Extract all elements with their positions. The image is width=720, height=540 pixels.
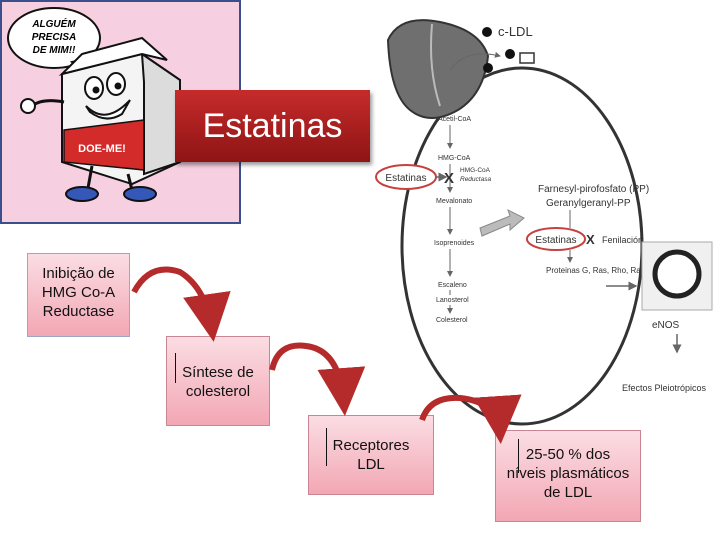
farnesyl-label: Farnesyl-pirofosfato (PP): [538, 184, 649, 195]
speech-line-1: ALGUÉM: [31, 17, 76, 30]
box4-line-2: níveis plasmáticos: [506, 465, 630, 482]
inhibition-x-icon: X: [444, 170, 454, 187]
box-niveis: 25-50 % dos níveis plasmáticos de LDL: [495, 430, 641, 522]
milk-carton-cartoon: ALGUÉM PRECISA DE MIM!! DOE-ME!: [7, 7, 209, 202]
ldl-particle-icon: [482, 27, 492, 37]
reductase-label-2: Reductasa: [460, 176, 491, 183]
estatinas-right-label: Estatinas: [535, 235, 576, 246]
step-escaleno: Escaleno: [438, 282, 467, 289]
box2-line-1: Síntese de: [182, 364, 254, 381]
box4-line-3: de LDL: [543, 484, 593, 501]
box2-line-2: colesterol: [185, 383, 251, 400]
box-inhibicion: Inibição de HMG Co-A Reductase: [27, 253, 130, 337]
arrow-3-icon: [419, 394, 522, 444]
box1-line-2: HMG Co-A: [41, 284, 116, 301]
carton-label: DOE-ME!: [78, 143, 126, 155]
box3-line-1: Receptores: [332, 437, 410, 454]
geranyl-label: Geranylgeranyl-PP: [546, 198, 631, 209]
down-arrow-icon-2: [518, 439, 519, 473]
step-mevalonato: Mevalonato: [436, 198, 472, 205]
box4-line-1: 25-50 % dos: [525, 446, 611, 463]
enos-label: eNOS: [652, 320, 680, 331]
liver-icon: [386, 19, 490, 119]
statin-pathway-diagram: c-LDL Acetil-CoA HMG-CoA Mevalonato Isop…: [375, 19, 713, 426]
enos-ring-icon: [652, 249, 702, 299]
inhibition-x-icon-2: X: [586, 232, 595, 247]
estatinas-left-label: Estatinas: [385, 173, 426, 184]
efectos-label: Efectos Pleiotrópicos: [622, 383, 707, 393]
box1-line-1: Inibição de: [42, 265, 115, 282]
estatinas-badge-right: [526, 227, 586, 251]
box1-line-3: Reductase: [42, 303, 115, 320]
box-receptores: Receptores LDL: [308, 415, 434, 495]
page-title: Estatinas: [175, 90, 370, 162]
speech-line-2: PRECISA: [32, 32, 76, 43]
step-lanosterol: Lanosterol: [436, 297, 469, 304]
speech-line-3: DE MIM!!: [33, 45, 76, 56]
step-acetil-coa: Acetil-CoA: [438, 116, 471, 123]
step-colesterol: Colesterol: [436, 317, 468, 324]
speech-bubble: [7, 7, 101, 69]
proteinas-label: Proteinas G, Ras, Rho, Rab: [546, 266, 646, 275]
pathway-arrow-icon: [479, 209, 525, 237]
arrow-1-icon: [131, 266, 231, 342]
box-sintese: Síntese de colesterol: [166, 336, 270, 426]
receptor-icon: [519, 52, 535, 64]
step-isoprenoides: Isoprenoides: [434, 240, 475, 247]
arrow-2-icon: [269, 342, 366, 416]
fenilacion-label: Fenilación: [602, 235, 643, 245]
box3-line-2: LDL: [357, 456, 385, 473]
up-arrow-icon: [326, 428, 327, 466]
reductase-label-1: HMG-CoA: [460, 167, 491, 174]
down-arrow-icon: [175, 353, 176, 383]
step-hmg-coa: HMG-CoA: [438, 155, 471, 162]
cldl-label: c-LDL: [498, 24, 533, 39]
